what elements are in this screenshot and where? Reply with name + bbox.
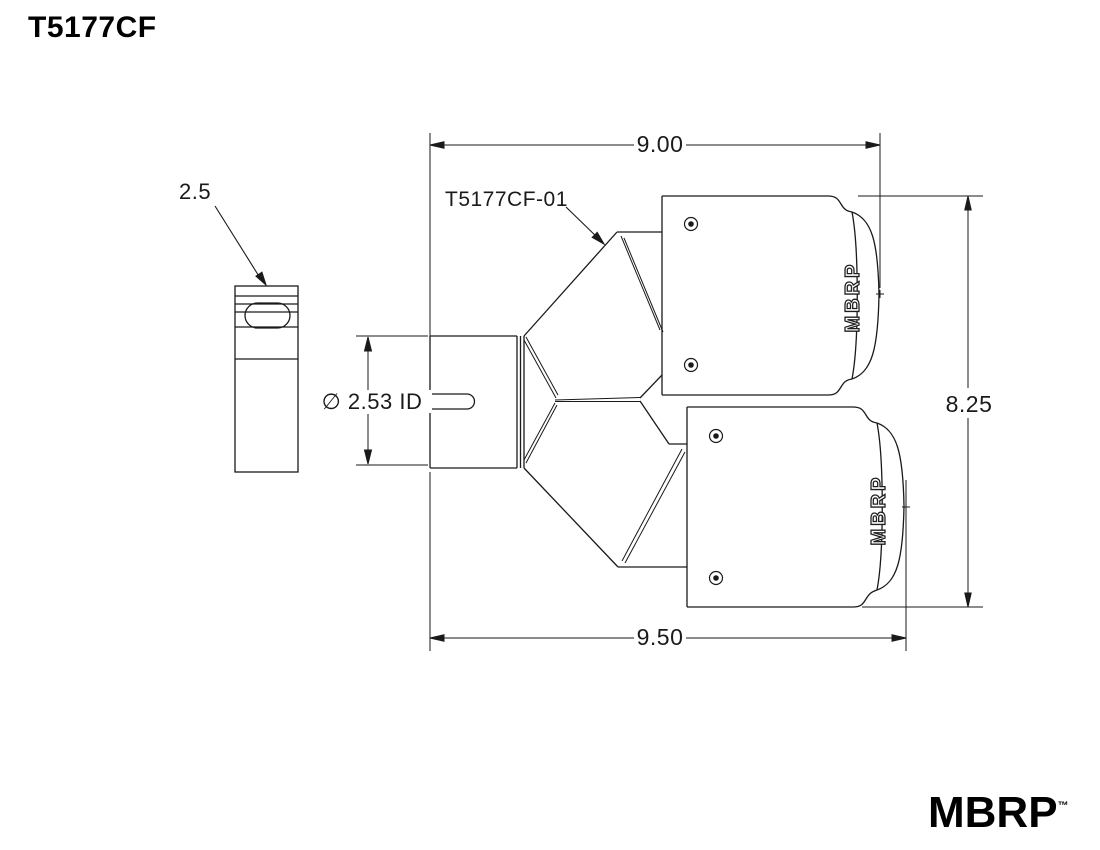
upper-tip-body [661, 195, 880, 396]
dimension-bottom-value: 9.50 [636, 624, 684, 650]
dim-arrow-icon [363, 449, 373, 465]
clamp-dimension-label: 2.5 [179, 179, 212, 204]
dimension-2-53-id [356, 335, 428, 466]
rivet-icon [708, 570, 724, 586]
lower-tip-lip-outer [876, 422, 905, 591]
lower-tip-lip-inner [876, 422, 883, 591]
inlet-flare-band [516, 336, 525, 468]
inlet-clamp-slit [430, 393, 476, 410]
upper-tip-embossed-logo: MBRP [841, 261, 864, 333]
leader-arrow-icon [255, 271, 268, 287]
brand-logo: MBRP™ [928, 786, 1088, 835]
y-pipe-upper-branch [523, 231, 664, 402]
dimension-9-00 [429, 133, 884, 336]
dim-arrow-icon [429, 634, 445, 642]
page-title: T5177CF [28, 11, 157, 44]
dimension-9-50 [429, 472, 910, 651]
dim-arrow-icon [865, 141, 881, 149]
upper-tip-lip-outer [851, 211, 880, 380]
rivet-icon [683, 357, 699, 373]
lower-tip-embossed-logo: MBRP [867, 474, 890, 546]
upper-tip-rivets [683, 216, 699, 373]
lower-tip-rivets [708, 428, 724, 586]
dimension-8-25 [858, 195, 983, 608]
measure-point-icon [902, 503, 910, 511]
rivet-icon [708, 428, 724, 444]
clamp-side-view [234, 285, 299, 473]
rivet-icon [683, 216, 699, 232]
dimension-top-value: 9.00 [636, 131, 684, 157]
trademark-icon: ™ [1057, 800, 1069, 812]
dim-arrow-icon [964, 592, 972, 608]
dim-arrow-icon [363, 336, 373, 352]
clamp-leader [214, 205, 268, 287]
dim-arrow-icon [964, 195, 972, 211]
clamp-slot [244, 302, 291, 329]
upper-tip-lip-inner [851, 211, 858, 380]
inlet-pipe [429, 335, 525, 469]
part-number-label: T5177CF-01 [445, 188, 568, 211]
dimension-right-value: 8.25 [929, 392, 1009, 416]
inlet-inner-diameter-label: ∅ 2.53 ID [312, 390, 432, 413]
brand-logo-text: MBRP [928, 788, 1058, 837]
lower-tip-body [686, 406, 905, 608]
dim-arrow-icon [429, 141, 445, 149]
measure-point-icon [876, 290, 884, 298]
part-leader [565, 206, 606, 246]
leader-arrow-icon [591, 231, 606, 246]
y-pipe-lower-branch [523, 400, 687, 568]
dim-arrow-icon [891, 634, 907, 642]
